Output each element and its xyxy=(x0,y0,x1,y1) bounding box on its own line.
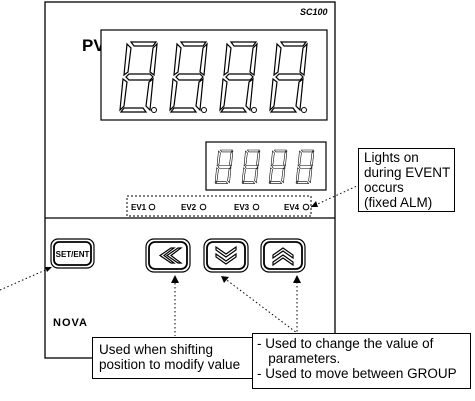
leader-down xyxy=(223,277,298,334)
set-ent-label: SET/ENT xyxy=(56,250,90,259)
pv-display xyxy=(100,29,328,121)
event-callout-line-3: occurs xyxy=(364,180,404,195)
shift-left-icon xyxy=(158,247,183,264)
arrow-down xyxy=(221,276,229,283)
arrow-set-ent xyxy=(45,267,52,272)
event-lamp-4 xyxy=(302,203,310,211)
event-lamp-1 xyxy=(148,203,156,211)
event-callout-line-2: during EVENT xyxy=(364,165,451,180)
event-label-3: EV3 xyxy=(234,203,250,212)
model-logo: SC100 xyxy=(300,7,328,17)
leader-event xyxy=(310,185,358,208)
arrow-up xyxy=(293,275,301,283)
brand-logo: NOVA xyxy=(53,317,88,329)
pv-label: PV xyxy=(82,36,105,55)
updown-callout-line-1: - Used to change the value of xyxy=(257,336,434,351)
event-lamp-3 xyxy=(252,203,260,211)
leader-lines xyxy=(0,185,358,336)
event-label-2: EV2 xyxy=(181,203,197,212)
down-button[interactable] xyxy=(203,238,249,273)
shift-button[interactable] xyxy=(145,238,191,273)
event-lamp-2 xyxy=(199,203,207,211)
shift-callout-line-1: Used when shifting xyxy=(99,342,214,357)
event-callout: Lights on during EVENT occurs (fixed ALM… xyxy=(358,148,455,212)
updown-callout-line-2: parameters. xyxy=(257,351,341,366)
event-indicators: EV1 EV2 EV3 EV4 xyxy=(131,203,310,212)
up-button[interactable] xyxy=(260,238,306,273)
event-callout-line-4: (fixed ALM) xyxy=(364,195,433,210)
shift-callout: Used when shifting position to modify va… xyxy=(92,337,260,379)
event-indicator-group xyxy=(126,195,312,217)
arrow-event xyxy=(311,201,318,207)
up-chevron-icon xyxy=(272,247,294,267)
event-callout-line-1: Lights on xyxy=(364,150,419,165)
set-ent-button[interactable]: SET/ENT xyxy=(50,238,95,269)
sv-display xyxy=(205,141,327,191)
arrow-shift xyxy=(171,275,179,283)
updown-callout: - Used to change the value of parameters… xyxy=(252,333,471,389)
leader-set-ent xyxy=(0,267,51,291)
down-chevron-icon xyxy=(215,245,237,265)
arrowheads xyxy=(45,201,318,283)
updown-callout-line-3: - Used to move between GROUP xyxy=(257,366,457,381)
event-label-1: EV1 xyxy=(131,203,147,212)
event-label-4: EV4 xyxy=(284,203,300,212)
shift-callout-line-2: position to modify value xyxy=(99,357,241,372)
